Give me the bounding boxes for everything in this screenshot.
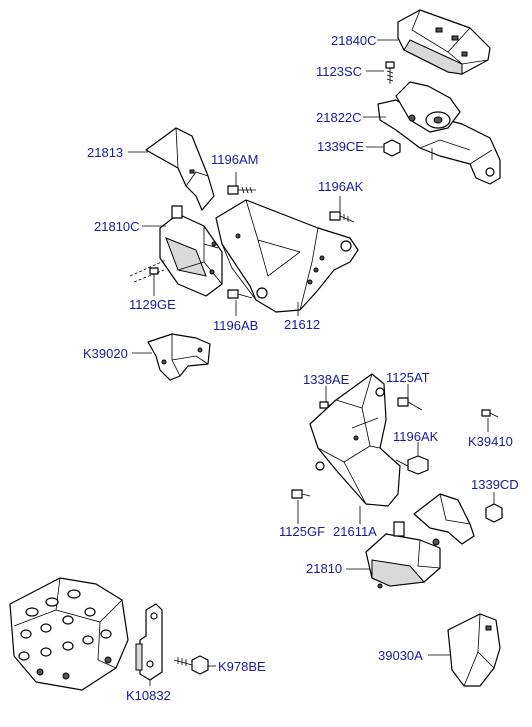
- label-21822c: 21822C: [316, 110, 362, 125]
- part-mid-heat-shield: [413, 493, 475, 545]
- nut-1339ce: [383, 139, 401, 157]
- label-21810c: 21810C: [94, 219, 140, 234]
- label-21813: 21813: [87, 145, 124, 160]
- part-21813-shield: [145, 127, 215, 211]
- label-1129ge: 1129GE: [129, 297, 176, 312]
- part-k39020-bracket: [147, 333, 211, 381]
- label-1125gf: 1125GF: [279, 524, 326, 539]
- label-k39020: K39020: [83, 346, 128, 361]
- bolt-k978be: [173, 655, 209, 675]
- part-21611a-bracket: [309, 373, 401, 507]
- label-1196ab: 1196AB: [213, 318, 259, 333]
- label-k978be: K978BE: [218, 659, 266, 674]
- label-1196ak-mid: 1196AK: [393, 429, 439, 444]
- part-21612-bracket: [215, 199, 359, 313]
- bolt-1123sc: [385, 61, 395, 84]
- cylinder-head-drawing: [9, 577, 129, 691]
- label-1123sc: 1123SC: [316, 64, 363, 79]
- label-1196ak-top: 1196AK: [318, 179, 364, 194]
- label-1125at: 1125AT: [386, 370, 430, 385]
- part-39030a: [447, 613, 501, 687]
- label-39030a: 39030A: [378, 648, 423, 663]
- bolt-1196ak-top: [329, 211, 355, 223]
- label-k10832: K10832: [126, 688, 171, 703]
- part-21810c-mount: [159, 205, 223, 297]
- label-21612: 21612: [284, 317, 321, 332]
- label-k39410: K39410: [468, 434, 513, 449]
- bolt-1196ab: [227, 289, 253, 299]
- part-21822c-bracket: [377, 81, 501, 185]
- bolt-1196am: [227, 185, 256, 195]
- bolt-1125gf: [291, 489, 311, 499]
- bolt-1125at: [397, 397, 423, 411]
- label-1196am: 1196AM: [211, 152, 259, 167]
- label-21611a: 21611A: [333, 524, 377, 539]
- label-1339ce: 1339CE: [317, 139, 364, 154]
- part-k10832-hook: [135, 603, 163, 681]
- bolt-k39410: [481, 409, 499, 418]
- label-1339cd: 1339CD: [471, 477, 519, 492]
- label-21840c: 21840C: [331, 33, 377, 48]
- label-1338ae: 1338AE: [303, 372, 350, 387]
- part-21810-mount: [365, 521, 441, 589]
- label-21810: 21810: [306, 561, 343, 576]
- part-21840c-cover: [397, 9, 491, 75]
